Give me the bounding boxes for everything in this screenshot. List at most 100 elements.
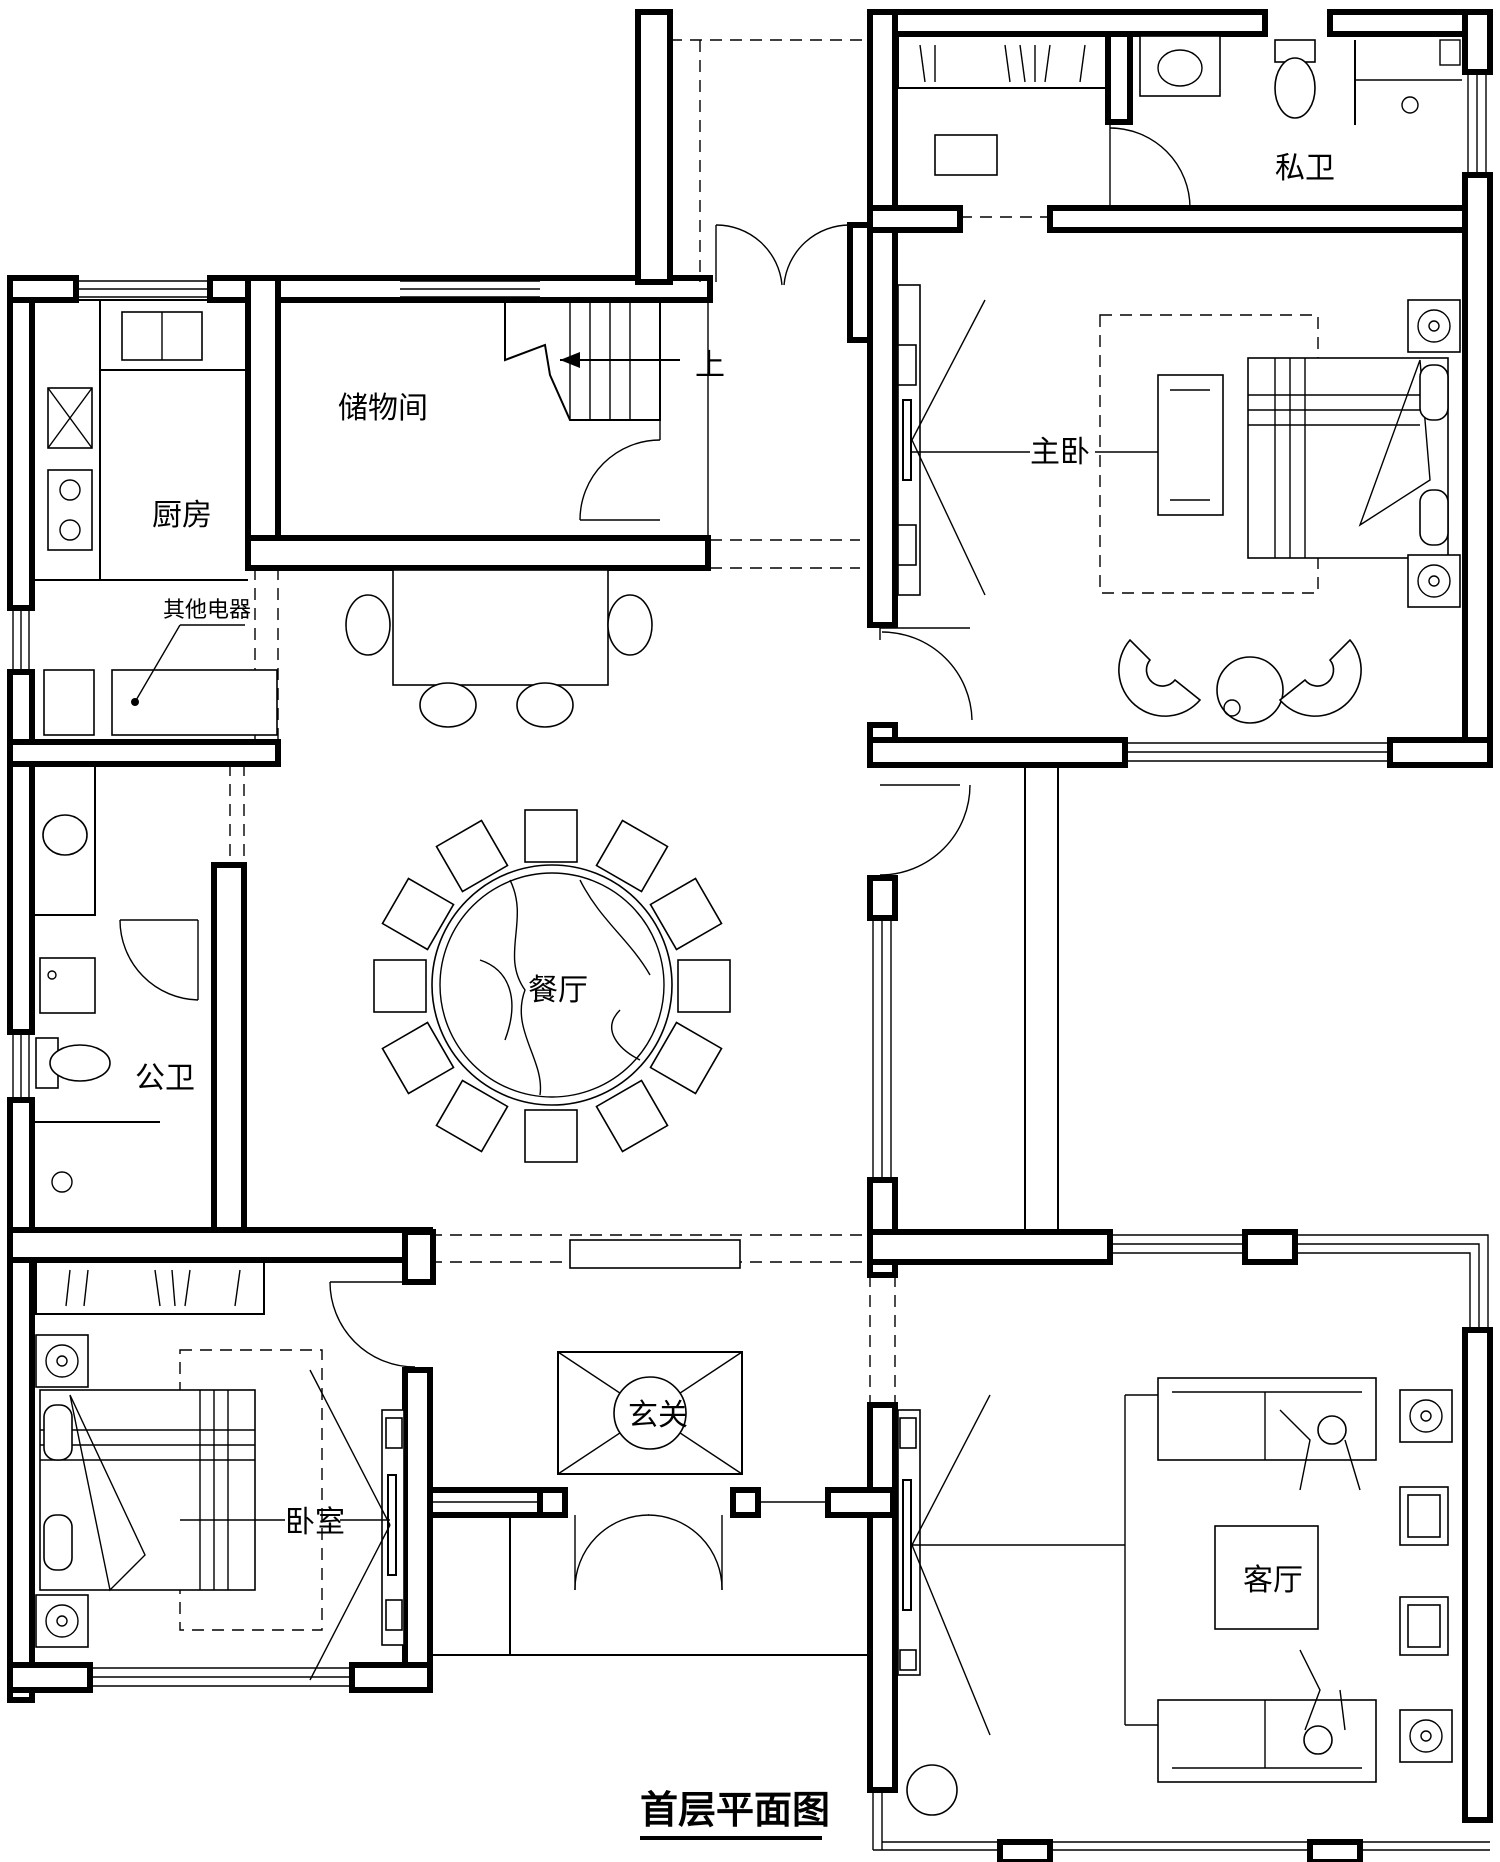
storage: 储物间 上: [277, 299, 725, 539]
wall-master-bottom-a: [867, 737, 1128, 768]
window-bath-left: [12, 1032, 30, 1100]
window-master-right: [1467, 72, 1487, 175]
public-bath-label: 公卫: [135, 1061, 195, 1096]
dining-label: 餐厅: [528, 973, 588, 1008]
round-table-chairs: [373, 809, 731, 1163]
door-bedroom: [329, 1281, 416, 1368]
living-lamp-top: [1399, 1389, 1453, 1443]
wardrobe-hangers: [919, 44, 1086, 83]
corridor-strip: [1024, 765, 1059, 1232]
wall-foyer-pillar-l: [537, 1487, 568, 1518]
wall-living-right: [1462, 1327, 1493, 1823]
nightstand-lamp-top: [1407, 299, 1461, 353]
living-sofa-bottom: [1157, 1699, 1377, 1783]
openings: [229, 39, 1050, 1405]
wall-kitchen-bottom: [7, 739, 281, 767]
bedroom-wardrobe-hangers: [65, 1269, 241, 1307]
wall-kitchen-top-a: [7, 275, 79, 303]
wall-bedroom-left: [7, 1097, 35, 1703]
wall-bath-left: [7, 669, 35, 1035]
door-public-bath: [119, 919, 199, 1001]
plan-title: 首层平面图: [640, 1788, 830, 1840]
window-bedroom-bottom: [90, 1667, 352, 1687]
wall-living-top-a: [867, 1229, 1113, 1265]
wall-bedroom-bottom-a: [7, 1662, 93, 1693]
bedroom: 卧室: [35, 1261, 405, 1681]
living-tv-cabinet: [897, 1409, 921, 1676]
toilet-icon: [1274, 39, 1316, 119]
kitchen: 厨房 其他电器: [33, 299, 278, 736]
wall-master-left-top: [867, 9, 898, 223]
storage-label: 储物间: [338, 391, 428, 426]
shower-tray: [39, 957, 96, 1014]
wall-master-right-a: [1462, 9, 1493, 75]
wall-master-left: [867, 227, 898, 628]
wall-wardrobe-bottom: [867, 205, 963, 233]
private-bath-label: 私卫: [1275, 151, 1335, 186]
plan-title-text: 首层平面图: [640, 1788, 830, 1832]
doors: [119, 122, 1191, 1591]
appliance-counter: [111, 669, 278, 736]
staircase: 上: [504, 300, 725, 421]
window-kitchen-left: [12, 608, 30, 672]
bedroom-lamp-top: [35, 1334, 89, 1388]
foyer-rug: [557, 1351, 743, 1475]
window-dining-right: [872, 918, 892, 1180]
bedroom-bed: [39, 1389, 256, 1592]
windows: [12, 72, 1490, 1851]
door-top-entry: [715, 224, 851, 286]
wall-kitchen-storage: [245, 275, 281, 571]
master-bedroom-label: 主卧: [1030, 435, 1090, 470]
wall-master-bottom-b: [1387, 737, 1493, 768]
person-figure-bottom: [1299, 1649, 1346, 1755]
foyer-label: 玄关: [628, 1398, 688, 1433]
plant-pot-icon: [906, 1764, 958, 1816]
living-room: 客厅: [897, 1377, 1453, 1862]
washer-icon: [43, 669, 95, 736]
master-bed: [1247, 357, 1449, 559]
window-living-left: [872, 1790, 1490, 1851]
wall-bath-bottom: [1047, 205, 1468, 233]
wall-bath-right: [211, 862, 247, 1238]
round-dining-table: [431, 864, 673, 1106]
wall-dining-right-a: [867, 875, 898, 921]
wall-bedroom-bottom-b: [349, 1662, 433, 1693]
window-storage-top: [400, 280, 540, 298]
living-side-chairs: [1399, 1486, 1449, 1656]
wall-foyer-right: [825, 1487, 896, 1518]
public-bath-sink: [42, 814, 88, 856]
foyer: 玄关: [429, 1351, 870, 1656]
console-table: [569, 1239, 741, 1269]
wall-storage-bottom: [245, 535, 711, 571]
vanity-stool: [934, 134, 998, 176]
stove-icon: [47, 469, 93, 551]
door-foyer: [574, 1514, 723, 1591]
bath-sink: [1139, 35, 1221, 97]
wall-wardrobe-bath: [1105, 31, 1133, 125]
wall-bedroom-top: [7, 1227, 433, 1263]
bedroom-lamp-bottom: [35, 1594, 89, 1648]
wall-foyer-pillar-r: [730, 1487, 761, 1518]
wall-living-pillar: [1242, 1229, 1298, 1265]
kitchen-label: 厨房: [152, 498, 212, 533]
wall-living-left: [867, 1402, 898, 1793]
wall-master-top-a: [867, 9, 1268, 37]
nightstand-lamp-bottom: [1407, 554, 1461, 608]
person-figure-top: [1279, 1409, 1361, 1491]
walls: [7, 9, 1493, 1823]
wall-bedroom-right: [402, 1367, 433, 1693]
wall-master-right-b: [1462, 172, 1493, 768]
wall-corridor-left: [635, 9, 673, 285]
wall-kitchen-left: [7, 275, 35, 611]
coffee-table: [1214, 1525, 1319, 1630]
appliances-label: 其他电器: [163, 598, 251, 623]
private-bath: 私卫: [897, 35, 1462, 186]
wall-foyer-left-top: [402, 1229, 436, 1285]
window-master-bottom: [1125, 742, 1390, 762]
floor-drain-icon: [1401, 96, 1419, 114]
living-sofa-top: [1157, 1377, 1377, 1461]
living-lamp-bottom: [1399, 1709, 1453, 1763]
public-toilet-icon: [35, 1037, 111, 1089]
lounge-chairs: [1118, 638, 1362, 724]
